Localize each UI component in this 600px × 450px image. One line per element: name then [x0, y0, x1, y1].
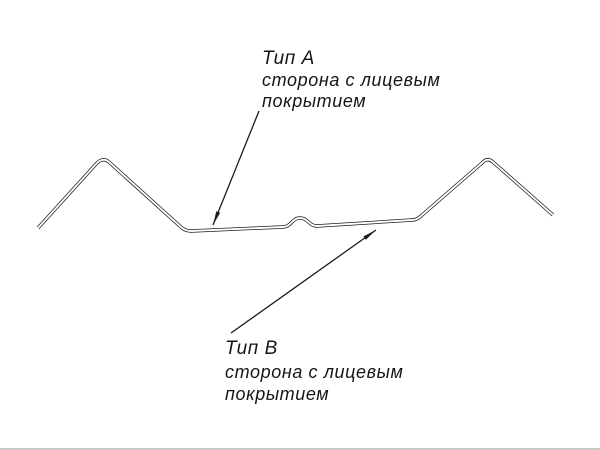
arrowhead-type-b: [363, 230, 376, 240]
label-type-b-line1: сторона с лицевым: [225, 362, 404, 382]
profile-cross-section-core: [37, 158, 554, 232]
label-type-b-line2: покрытием: [225, 384, 330, 404]
label-type-a-title: Тип А: [262, 48, 315, 69]
leader-line-type-a: [212, 110, 260, 226]
label-type-b: Тип В сторона с лицевым покрытием: [225, 338, 403, 405]
label-type-b-title: Тип В: [225, 338, 278, 359]
label-type-a-line2: покрытием: [262, 91, 367, 111]
label-type-a: Тип А сторона с лицевым покрытием: [262, 48, 440, 112]
leader-line-type-b: [230, 229, 377, 334]
label-type-a-line1: сторона с лицевым: [262, 70, 441, 90]
arrowhead-type-a: [213, 211, 221, 225]
